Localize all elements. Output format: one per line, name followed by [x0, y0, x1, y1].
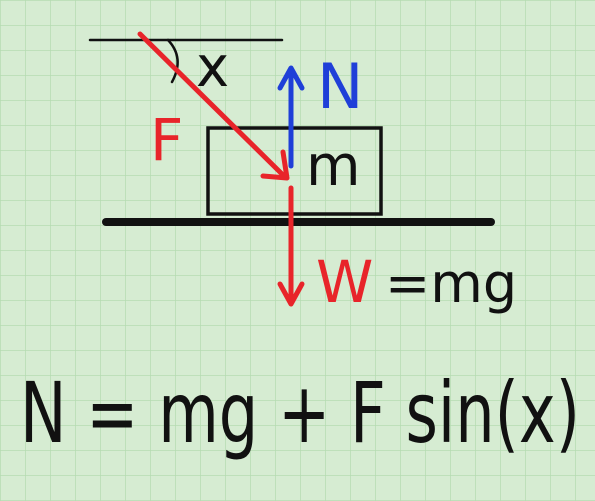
angle-label: x	[196, 35, 229, 100]
normal-force-label: N	[317, 50, 363, 123]
applied-force-arrow	[137, 31, 290, 181]
mass-label: m	[306, 134, 361, 199]
normal-force-equation: N = mg + F sin(x)	[20, 364, 580, 462]
mass-block	[206, 126, 383, 216]
weight-equation-rhs: =mg	[385, 252, 517, 315]
applied-force-label: F	[150, 106, 183, 174]
weight-label: W	[316, 248, 373, 316]
weight-arrow	[277, 185, 305, 307]
angle-arc	[166, 38, 179, 84]
normal-force-arrow	[277, 65, 305, 169]
